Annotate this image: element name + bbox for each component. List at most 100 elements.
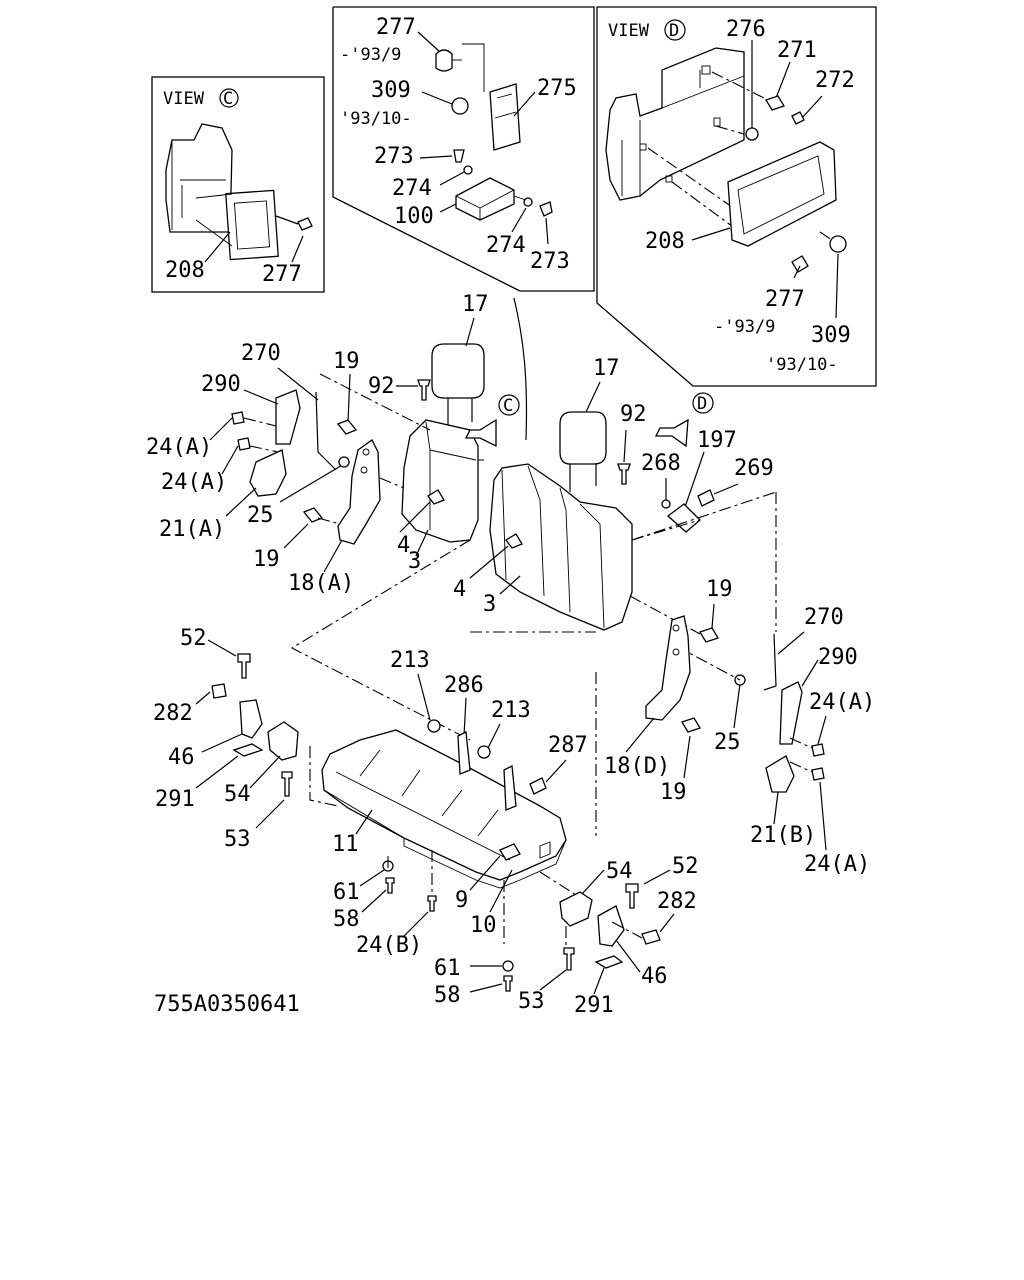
headrest-17-right — [559, 411, 607, 465]
plate-291-left — [232, 743, 264, 757]
view-c-arrow — [464, 418, 497, 448]
label-21b: 21(B) — [750, 823, 816, 848]
label-58-right: 58 — [434, 983, 461, 1008]
bolt-19-right-upper — [699, 627, 719, 643]
label-24a-right-2: 24(A) — [804, 852, 870, 877]
left-seat-back-assembly: 17 19 92 270 290 24(A) 24(A) 21(A) 25 — [146, 292, 520, 596]
label-282-left: 282 — [153, 701, 193, 726]
module-100 — [455, 177, 515, 221]
label-286: 286 — [444, 673, 484, 698]
screw-277-view-d — [791, 255, 809, 273]
label-19-right-lower: 19 — [660, 780, 687, 805]
alignment-lines — [290, 491, 777, 836]
label-date-from-93-10-view-d: '93/10- — [766, 355, 838, 375]
label-272-view-d: 272 — [815, 68, 855, 93]
bolt-282-left — [211, 683, 227, 699]
label-309-view-d: 309 — [811, 323, 851, 348]
label-277-view-c: 277 — [262, 262, 302, 287]
label-4-right: 4 — [453, 577, 466, 602]
label-276-view-d: 276 — [726, 17, 766, 42]
label-270-right: 270 — [804, 605, 844, 630]
bolt-24b — [427, 895, 437, 912]
label-46-right: 46 — [641, 964, 668, 989]
bracket-290-right — [779, 681, 803, 745]
right-seat-back-assembly: 17 92 4 3 D 197 268 269 19 270 290 2 — [453, 356, 875, 877]
seat-cushion-11 — [321, 729, 567, 881]
seat-back-rear-view-c — [165, 123, 233, 233]
label-52-left: 52 — [180, 626, 207, 651]
view-d-arrow — [654, 418, 689, 448]
label-269: 269 — [734, 456, 774, 481]
screw-277-view-c — [297, 217, 313, 231]
label-208-view-c: 208 — [165, 258, 205, 283]
label-11: 11 — [332, 832, 359, 857]
label-309-detail: 309 — [371, 78, 411, 103]
label-24a-right-1: 24(A) — [809, 690, 875, 715]
headrest-bracket-plate-view-c — [225, 189, 279, 261]
label-291-left: 291 — [155, 787, 195, 812]
nut-276-view-d — [745, 127, 759, 141]
label-61-left: 61 — [333, 880, 360, 905]
label-54-right: 54 — [606, 859, 633, 884]
label-92-right: 92 — [620, 402, 647, 427]
label-268: 268 — [641, 451, 681, 476]
label-274-detail-a: 274 — [392, 176, 432, 201]
view-c-marker: C — [223, 89, 233, 109]
hinge-18a — [337, 439, 381, 545]
bracket-21b — [765, 755, 795, 793]
headrest-guide-detail-panel: 277 -'93/9 309 '93/10- 275 273 274 100 2… — [332, 6, 595, 292]
view-d-title: VIEW — [608, 21, 650, 41]
label-197: 197 — [697, 428, 737, 453]
plug-309-view-d — [829, 235, 847, 253]
latch-10 — [499, 843, 521, 861]
screw-58-left — [385, 877, 395, 894]
screw-58-right — [503, 975, 513, 992]
label-17-right: 17 — [593, 356, 620, 381]
label-273-detail-a: 273 — [374, 144, 414, 169]
washer-61-right — [502, 960, 514, 972]
nut-213-left — [427, 719, 441, 733]
bolt-53-left — [281, 771, 293, 797]
striker-286 — [457, 730, 471, 775]
label-291-right: 291 — [574, 993, 614, 1018]
rod-270-right — [763, 633, 777, 691]
label-24a-left-1: 24(A) — [146, 435, 212, 460]
label-282-right: 282 — [657, 889, 697, 914]
label-24b: 24(B) — [356, 933, 422, 958]
label-21a: 21(A) — [159, 517, 225, 542]
hinge-18d — [645, 615, 691, 721]
frame-plate-208-view-d — [727, 141, 837, 247]
headrest-17-left — [431, 343, 485, 399]
bolt-287 — [529, 777, 547, 795]
label-287: 287 — [548, 733, 588, 758]
label-274-detail-b: 274 — [486, 233, 526, 258]
label-25-left: 25 — [247, 503, 274, 528]
label-date-to-93-9-view-d: -'93/9 — [714, 317, 775, 337]
drawing-number: 755A0350641 — [154, 992, 300, 1017]
bolt-19-left — [302, 507, 324, 523]
label-24a-left-2: 24(A) — [161, 470, 227, 495]
label-25-right: 25 — [714, 730, 741, 755]
label-52-right: 52 — [672, 854, 699, 879]
label-273-detail-b: 273 — [530, 249, 570, 274]
label-18a: 18(A) — [288, 571, 354, 596]
label-19-right-upper: 19 — [706, 577, 733, 602]
label-58-left: 58 — [333, 907, 360, 932]
label-3-left: 3 — [408, 549, 421, 574]
label-19-left: 19 — [253, 547, 280, 572]
label-53-right: 53 — [518, 989, 545, 1014]
label-213-right: 213 — [491, 698, 531, 723]
label-290-right: 290 — [818, 645, 858, 670]
nut-213-right — [477, 745, 491, 759]
label-275-detail: 275 — [537, 76, 577, 101]
bracket-54-right — [559, 891, 593, 927]
label-10: 10 — [470, 913, 497, 938]
plate-197 — [666, 503, 701, 533]
plate-291-right — [594, 955, 624, 969]
bolt-52-right — [625, 883, 639, 909]
label-54-left: 54 — [224, 782, 251, 807]
bracket-290-left — [275, 389, 301, 445]
seat-back-3-right — [489, 463, 633, 631]
label-4-left: 4 — [397, 533, 410, 558]
